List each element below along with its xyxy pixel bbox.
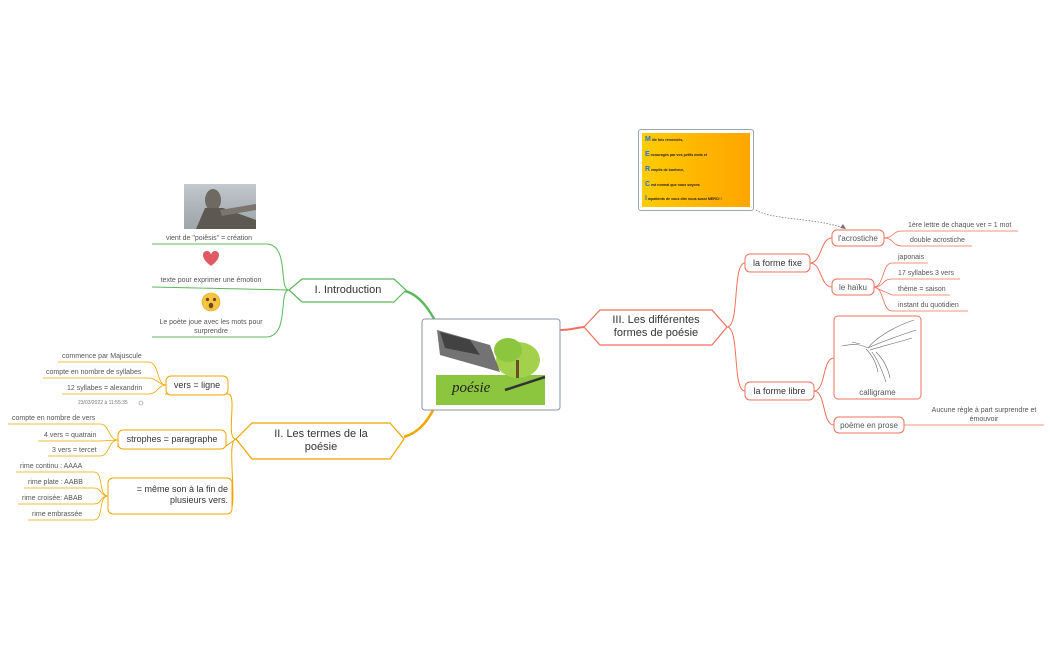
prose-note: Aucune règle à part surprendre et émouvo… [931, 407, 1037, 423]
strophes-item-1: compte en nombre de vers [12, 415, 96, 422]
vers-timestamp: 23/03/2022 à 11:55:35 [78, 400, 128, 406]
prose-label[interactable]: poème en prose [840, 421, 898, 430]
acrostiche-label[interactable]: l'acrostiche [838, 234, 878, 243]
strophes-node[interactable] [117, 429, 227, 450]
strophes-label[interactable]: strophes = paragraphe [126, 434, 218, 444]
smiley-icon [138, 400, 144, 406]
terms-topic-title[interactable]: II. Les termes de la poésie [274, 428, 368, 453]
merci-line-3: Remplis de bonheur, [645, 166, 684, 173]
vers-node[interactable] [165, 375, 229, 396]
calligrame-node[interactable] [833, 315, 922, 400]
vers-item-3: 12 syllabes = alexandrin [67, 385, 143, 392]
center-label: poésie [451, 380, 491, 396]
intro-item-2: texte pour exprimer une émotion [160, 277, 262, 284]
merci-line-1: Mille fois remerciés, [645, 136, 684, 143]
haiku-item-1: japonais [898, 254, 925, 261]
forme-fixe-label[interactable]: la forme fixe [752, 258, 803, 268]
vers-item-2: compte en nombre de syllabes [46, 369, 142, 376]
statue-photo [184, 184, 256, 229]
poesie-illustration: poésie [436, 330, 546, 405]
merci-card-image: Mille fois remerciés, Encouragés par vos… [642, 133, 750, 207]
intro-item-3: Le poète joue avec les mots pour surpren… [159, 319, 263, 335]
rime-label[interactable]: = même son à la fin de plusieurs vers. [136, 484, 228, 505]
calligram-bird-drawing [841, 319, 917, 383]
rime-item-3: rime croisée: ABAB [22, 495, 83, 502]
rime-item-4: rime embrassée [32, 511, 83, 518]
haiku-item-2: 17 syllabes 3 vers [898, 270, 955, 277]
surprised-face-icon [201, 292, 221, 312]
forme-libre-label[interactable]: la forme libre [753, 386, 806, 396]
vers-item-1: commence par Majuscule [62, 353, 142, 360]
relationship-line [755, 209, 847, 230]
strophes-item-3: 3 vers = tercet [52, 447, 97, 454]
intro-topic-title[interactable]: I. Introduction [314, 284, 382, 296]
haiku-item-4: instant du quotidien [898, 302, 959, 309]
merci-line-5: Impatients de vous dire nous aussi MERCI… [645, 195, 722, 202]
strophes-item-2: 4 vers = quatrain [44, 432, 97, 439]
rime-item-2: rime plate : AABB [28, 479, 83, 486]
rime-item-1: rime continu : AAAA [20, 463, 83, 470]
branch-formes [559, 326, 585, 331]
acrostiche-item-1: 1ère lettre de chaque ver = 1 mot [908, 222, 1012, 229]
terms-topic-shape[interactable] [235, 422, 405, 460]
intro-topic-shape[interactable] [288, 278, 407, 303]
intro-item-1: vient de "poiêsis" = création [165, 235, 253, 242]
haiku-item-3: thème = saison [898, 286, 946, 293]
acrostiche-item-2: double acrostiche [910, 237, 965, 244]
merci-line-4: Cest normal que nous soyons [645, 181, 700, 188]
calligrame-label: calligrame [859, 388, 896, 397]
formes-topic-title[interactable]: III. Les différentes formes de poésie [612, 314, 700, 339]
merci-card[interactable]: Mille fois remerciés, Encouragés par vos… [638, 129, 754, 211]
heart-icon [202, 251, 220, 266]
haiku-label[interactable]: le haïku [838, 283, 868, 292]
vers-label[interactable]: vers = ligne [173, 380, 221, 390]
merci-line-2: Encouragés par vos petits mots et [645, 151, 707, 158]
